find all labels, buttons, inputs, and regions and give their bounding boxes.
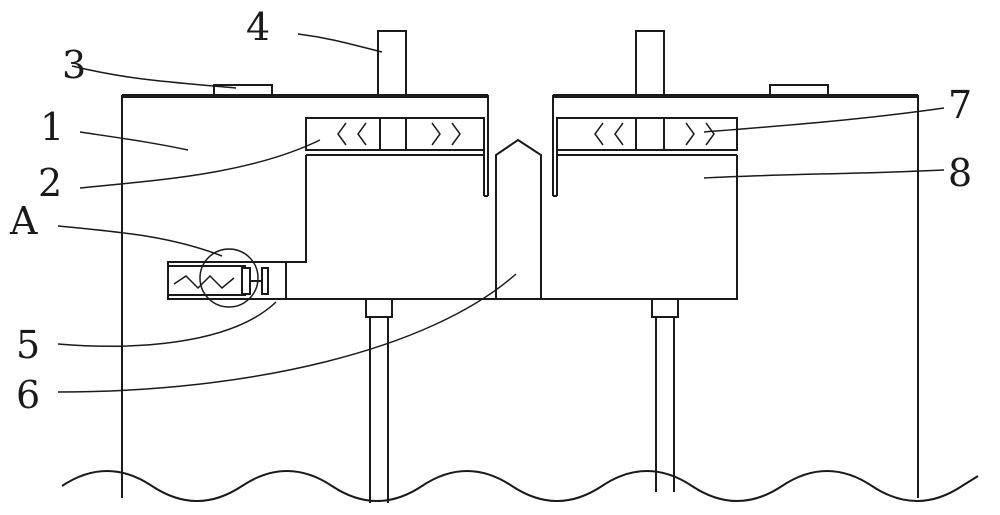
- left-knob: [213, 84, 273, 96]
- right-leg: [651, 298, 679, 492]
- left-block: [285, 155, 496, 300]
- callout-8: 8: [948, 151, 972, 195]
- left-shaft: [377, 30, 407, 96]
- right-block: [541, 155, 738, 300]
- left-leg: [365, 298, 393, 503]
- detail-a-circle: [199, 248, 259, 308]
- right-cover-plate: [552, 94, 918, 197]
- callout-5: 5: [16, 323, 40, 367]
- divider-blade: [495, 138, 542, 299]
- leader-lines: [57, 33, 945, 393]
- break-line: [61, 470, 979, 502]
- callout-2: 2: [38, 161, 62, 205]
- right-knob: [769, 84, 829, 96]
- right-shaft: [635, 30, 665, 96]
- callout-7: 7: [948, 83, 972, 127]
- right-spring-chamber: [556, 117, 738, 156]
- side-mechanism: [167, 261, 287, 300]
- callout-4: 4: [246, 5, 270, 49]
- callout-1: 1: [40, 105, 64, 149]
- housing: [121, 95, 919, 498]
- left-spring-chamber: [305, 117, 485, 156]
- callout-3: 3: [62, 43, 86, 87]
- callout-a: A: [9, 199, 38, 243]
- callout-6: 6: [16, 373, 40, 417]
